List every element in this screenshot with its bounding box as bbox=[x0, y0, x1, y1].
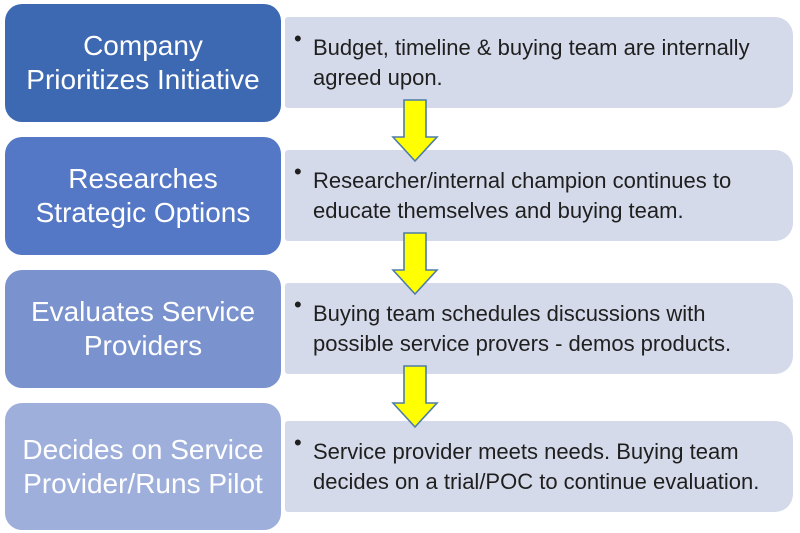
detail-text: Service provider meets needs. Buying tea… bbox=[313, 438, 760, 494]
bullet-marker: • bbox=[294, 26, 302, 51]
stage-box-1: Company Prioritizes Initiative bbox=[5, 4, 281, 122]
bullet-marker: • bbox=[294, 292, 302, 317]
detail-box-3: • Buying team schedules discussions with… bbox=[285, 283, 793, 374]
stage-title: Company Prioritizes Initiative bbox=[26, 30, 260, 95]
detail-text: Budget, timeline & buying team are inter… bbox=[313, 34, 750, 90]
stage-box-3: Evaluates Service Providers bbox=[5, 270, 281, 388]
detail-box-2: • Researcher/internal champion continues… bbox=[285, 150, 793, 241]
down-arrow-icon bbox=[391, 99, 439, 163]
detail-text: Buying team schedules discussions with p… bbox=[313, 300, 732, 356]
stage-title: Decides on Service Provider/Runs Pilot bbox=[22, 433, 264, 499]
detail-box-1: • Budget, timeline & buying team are int… bbox=[285, 17, 793, 108]
stage-title: Researches Strategic Options bbox=[35, 163, 251, 228]
stage-title: Evaluates Service Providers bbox=[30, 296, 256, 361]
process-row-4: Decides on Service Provider/Runs Pilot •… bbox=[5, 403, 795, 530]
process-row-3: Evaluates Service Providers • Buying tea… bbox=[5, 270, 795, 388]
detail-text: Researcher/internal champion continues t… bbox=[313, 167, 732, 223]
detail-box-4: • Service provider meets needs. Buying t… bbox=[285, 421, 793, 512]
stage-box-4: Decides on Service Provider/Runs Pilot bbox=[5, 403, 281, 530]
bullet-marker: • bbox=[294, 430, 302, 455]
process-row-2: Researches Strategic Options • Researche… bbox=[5, 137, 795, 255]
down-arrow-icon bbox=[391, 365, 439, 429]
down-arrow-icon bbox=[391, 232, 439, 296]
stage-box-2: Researches Strategic Options bbox=[5, 137, 281, 255]
process-row-1: Company Prioritizes Initiative • Budget,… bbox=[5, 4, 795, 122]
bullet-marker: • bbox=[294, 159, 302, 184]
